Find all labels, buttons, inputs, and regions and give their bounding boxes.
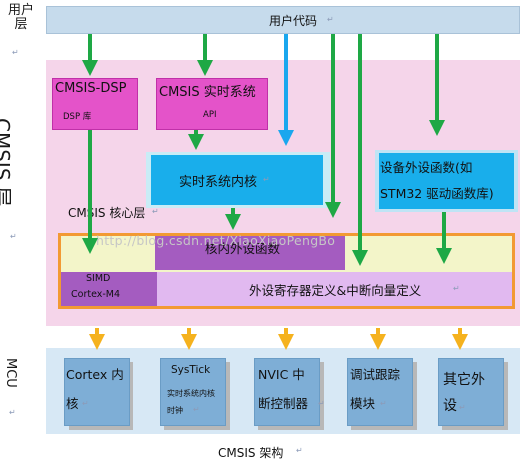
mcu-nvic-line1: NVIC 中 — [258, 367, 305, 382]
mcu-cortex-line1: Cortex 内 — [66, 367, 124, 382]
device-functions-line2: STM32 驱动函数库) — [380, 186, 494, 201]
mcu-debug-line1: 调试跟踪 — [350, 367, 401, 382]
mcu-systick-line1: SysTick — [171, 364, 211, 376]
mcu-other-line1: 其它外 — [443, 372, 485, 388]
user-code-label: 用户代码 — [269, 14, 318, 28]
cmsis-rtos-api-block: CMSIS 实时系统 API — [156, 78, 268, 130]
device-functions-line1: 设备外设函数(如 — [380, 160, 473, 175]
mcu-cortex-line2: 核 — [66, 396, 79, 411]
mcu-other-peripherals: 其它外 设 ↵ — [438, 358, 504, 426]
rtos-kernel-label: 实时系统内核 — [179, 175, 258, 190]
device-functions-block: 设备外设函数(如 STM32 驱动函数库) — [379, 153, 514, 209]
simd-label: SIMD — [86, 273, 111, 284]
mcu-systick-line2: 实时系统内核 — [167, 389, 215, 398]
mcu-nvic: NVIC 中 断控制器 ↵ — [254, 358, 325, 426]
watermark: http://blog.csdn.net/XiaoXiaoPengBo — [96, 233, 336, 248]
diagram-caption: CMSIS 架构 — [218, 446, 284, 460]
user-code-bar: 用户代码 ↵ — [46, 6, 520, 34]
cortex-m4-label: Cortex-M4 — [71, 289, 121, 300]
paragraph-mark: ↵ — [10, 232, 17, 241]
mcu-layer-text: MCU — [3, 358, 18, 388]
cmsis-dsp-title: CMSIS-DSP — [55, 81, 127, 96]
user-layer-label: 用户层 — [7, 3, 34, 32]
cmsis-layer-suffix: 层 — [0, 187, 14, 207]
paragraph-mark: ↵ — [12, 48, 19, 57]
mcu-systick: SysTick 实时系统内核 时钟 ↵ — [160, 358, 226, 426]
cmsis-dsp-block: CMSIS-DSP DSP 库 — [52, 78, 138, 130]
rtos-kernel-block: 实时系统内核 ↵ — [151, 155, 323, 205]
paragraph-mark: ↵ — [193, 405, 200, 414]
core-peripheral-functions-block: 核内外设函数 — [155, 236, 345, 270]
simd-cortex-m4-block: SIMD Cortex-M4 — [61, 272, 157, 306]
paragraph-mark: ↵ — [459, 403, 466, 412]
cmsis-rtos-title: CMSIS 实时系统 — [159, 85, 256, 100]
paragraph-mark: ↵ — [82, 399, 89, 408]
paragraph-mark: ↵ — [318, 399, 325, 408]
mcu-debug-trace: 调试跟踪 模块 ↵ — [347, 358, 413, 426]
paragraph-mark: ↵ — [327, 15, 334, 24]
mcu-cortex-core: Cortex 内 核 ↵ — [64, 358, 130, 426]
mcu-other-line2: 设 — [443, 398, 457, 414]
cmsis-layer-main: CMSIS — [0, 118, 14, 181]
paragraph-mark: ↵ — [152, 207, 159, 216]
register-definitions-block: 外设寄存器定义&中断向量定义 ↵ — [157, 272, 512, 306]
core-peripheral-label: 核内外设函数 — [205, 241, 281, 256]
paragraph-mark: ↵ — [380, 399, 387, 408]
cmsis-rtos-subtitle: API — [203, 110, 217, 120]
paragraph-mark: ↵ — [9, 408, 16, 417]
mcu-systick-line3: 时钟 — [167, 406, 183, 415]
paragraph-mark: ↵ — [296, 446, 303, 455]
mcu-layer-label: MCU — [0, 358, 34, 408]
mcu-nvic-line2: 断控制器 — [258, 396, 309, 411]
mcu-debug-line2: 模块 — [350, 396, 376, 411]
cmsis-layer-label: CMSIS 层 — [0, 118, 42, 268]
paragraph-mark: ↵ — [263, 175, 270, 184]
cmsis-dsp-subtitle: DSP 库 — [63, 112, 92, 122]
register-definitions-label: 外设寄存器定义&中断向量定义 — [249, 283, 422, 298]
cmsis-core-layer-label: CMSIS 核心层 — [68, 206, 146, 220]
paragraph-mark: ↵ — [453, 284, 460, 293]
